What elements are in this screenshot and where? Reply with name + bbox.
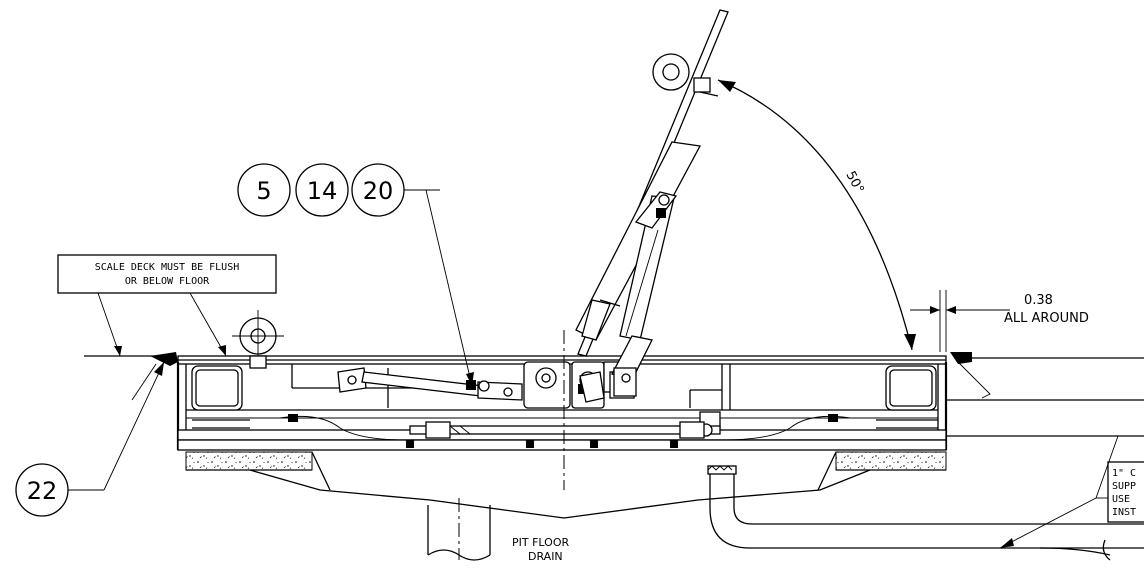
deck-lifting-eye: [232, 310, 284, 369]
callout-group-22: [15, 361, 165, 517]
conduit-note-line-4: INST: [1112, 507, 1136, 518]
conduit-note-line-2: SUPP: [1112, 481, 1136, 492]
right-weld-leader: [957, 361, 991, 399]
balloon-22-label: 22: [27, 477, 58, 505]
concrete-foundation: [185, 451, 947, 471]
gap-label: ALL AROUND: [1004, 311, 1089, 326]
gap-dimension: [910, 290, 1010, 352]
callout-group-5-14-20: [237, 163, 474, 387]
flush-note-box: [57, 254, 277, 294]
pit-drain-label-2: DRAIN: [528, 550, 563, 563]
pit-drain-label-1: PIT FLOOR: [512, 536, 569, 549]
balloon-14-label: 14: [307, 177, 338, 205]
gap-value: 0.38: [1024, 293, 1053, 308]
pit-floor: [249, 451, 871, 519]
conduit-note-box: [1107, 461, 1144, 523]
horizontal-actuator: [337, 367, 523, 401]
flush-leaders: [97, 292, 227, 357]
conduit-pipe: [707, 399, 1144, 561]
lift-cylinder: [578, 191, 678, 403]
balloon-20-label: 20: [363, 177, 394, 205]
left-cable: [279, 415, 407, 441]
conduit-note-line-1: 1" C: [1112, 468, 1136, 479]
raised-deck-panel: [575, 9, 729, 357]
right-load-cell: [876, 365, 938, 429]
lower-tie-rod: [406, 421, 721, 448]
balloon-5: [237, 163, 291, 217]
balloon-5-label: 5: [256, 177, 271, 205]
flush-note-line-1: SCALE DECK MUST BE FLUSH: [95, 262, 240, 273]
angle-label: 50°: [842, 169, 866, 196]
conduit-note-line-3: USE: [1112, 494, 1130, 505]
flush-note-line-2: OR BELOW FLOOR: [125, 276, 210, 287]
right-cable-clamp: [828, 414, 838, 422]
conduit-leader: [999, 435, 1119, 549]
balloon-14: [295, 163, 349, 217]
floor-lines: [84, 352, 1144, 366]
left-load-cell: [191, 365, 250, 429]
angle-dimension: [717, 79, 916, 351]
left-cable-clamp: [288, 414, 298, 422]
raised-lifting-eye: [652, 53, 719, 97]
